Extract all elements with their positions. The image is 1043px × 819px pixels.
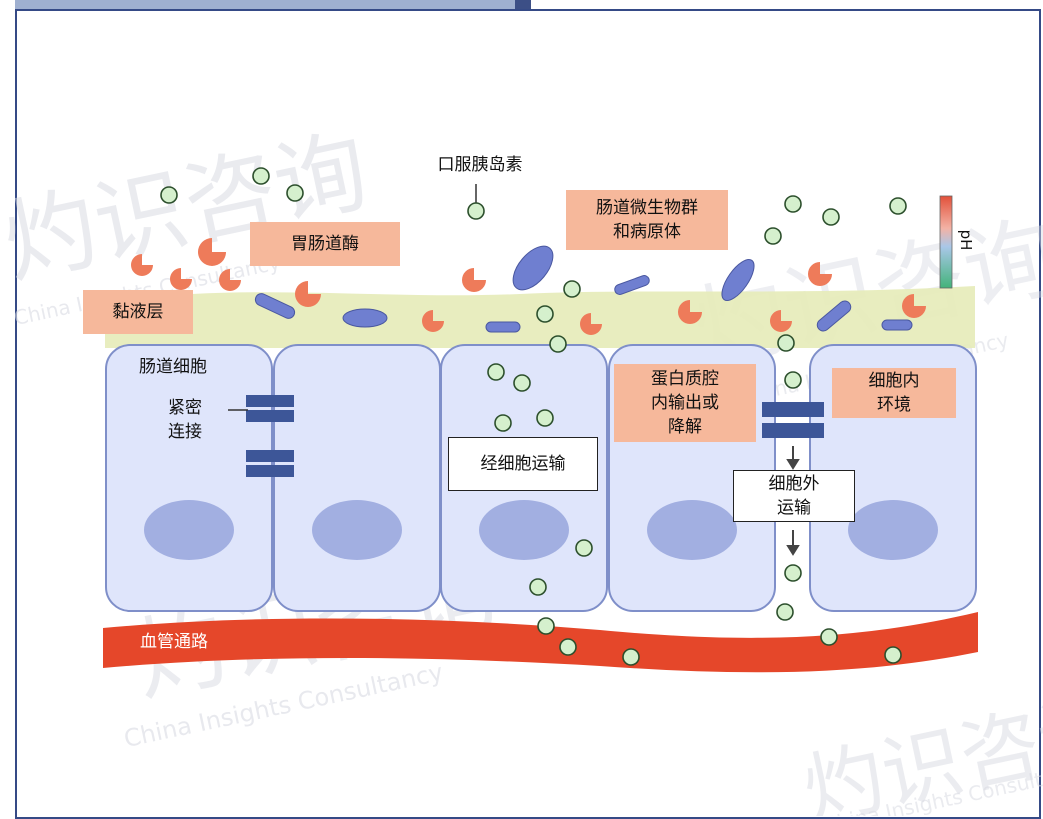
header-bar bbox=[15, 0, 515, 9]
insulin-particle bbox=[764, 227, 782, 245]
nucleus bbox=[312, 500, 402, 560]
gut-microbiota-label: 肠道微生物群 和病原体 bbox=[566, 190, 728, 250]
blood-vessel bbox=[103, 612, 978, 673]
insulin-particle bbox=[784, 371, 802, 389]
paracellular-line1: 细胞外 bbox=[768, 474, 820, 494]
insulin-particle bbox=[252, 167, 270, 185]
insulin-particle bbox=[776, 603, 794, 621]
enzyme-icon bbox=[580, 313, 602, 335]
enzyme-icon bbox=[295, 281, 321, 307]
blood-vessel-label: 血管通路 bbox=[140, 632, 208, 652]
bacteria-icon bbox=[721, 259, 755, 301]
transcellular-label: 经细胞运输 bbox=[448, 437, 598, 491]
bacteria-icon bbox=[254, 293, 296, 319]
insulin-particle bbox=[536, 409, 554, 427]
insulin-particle bbox=[549, 335, 567, 353]
insulin-particle bbox=[622, 648, 640, 666]
junction-bar bbox=[246, 450, 294, 462]
insulin-particle bbox=[529, 578, 547, 596]
nucleus bbox=[848, 500, 938, 560]
nucleus bbox=[647, 500, 737, 560]
nucleus bbox=[479, 500, 569, 560]
enzyme-icon bbox=[770, 310, 792, 332]
gut-microbiota-line1: 肠道微生物群 bbox=[596, 198, 698, 218]
insulin-particle bbox=[575, 539, 593, 557]
cell bbox=[273, 344, 441, 612]
insulin-particle bbox=[889, 197, 907, 215]
nucleus bbox=[144, 500, 234, 560]
tight-junction-line1: 紧密 bbox=[168, 398, 202, 418]
enzyme-icon bbox=[219, 269, 241, 291]
insulin-particle bbox=[494, 414, 512, 432]
lumen-efflux-line2: 内输出或 bbox=[651, 393, 719, 413]
gut-microbiota-line2: 和病原体 bbox=[613, 222, 681, 242]
intracellular-line2: 环境 bbox=[877, 395, 911, 415]
enzyme-icon bbox=[808, 262, 832, 286]
nuclei bbox=[144, 500, 938, 560]
insulin-particle bbox=[536, 305, 554, 323]
insulin-particle bbox=[559, 638, 577, 656]
junction-bar bbox=[246, 395, 294, 407]
ph-label: pH bbox=[957, 229, 975, 251]
enzyme-icon bbox=[902, 294, 926, 318]
insulin-particle bbox=[537, 617, 555, 635]
insulin-particle bbox=[822, 208, 840, 226]
junction-bar bbox=[246, 410, 294, 422]
bacteria-icon bbox=[614, 275, 650, 295]
junction-bar bbox=[762, 402, 824, 417]
insulin-particle bbox=[467, 202, 485, 220]
insulin-particles bbox=[160, 167, 907, 666]
intestinal-cells-label: 肠道细胞 bbox=[139, 357, 207, 377]
insulin-particle bbox=[513, 374, 531, 392]
insulin-particle bbox=[784, 195, 802, 213]
insulin-particle bbox=[286, 184, 304, 202]
bacteria bbox=[254, 245, 913, 333]
tight-junction-label: 紧密 连接 bbox=[150, 396, 220, 444]
enzyme-icon bbox=[462, 268, 486, 292]
tight-junctions bbox=[246, 395, 824, 477]
enzyme-icon bbox=[198, 238, 226, 266]
bacteria-icon bbox=[816, 300, 852, 332]
paracellular-line2: 运输 bbox=[777, 498, 811, 518]
insulin-particle bbox=[563, 280, 581, 298]
lumen-efflux-label: 蛋白质腔 内输出或 降解 bbox=[614, 364, 756, 442]
enzyme-icon bbox=[170, 268, 192, 290]
header-bar-accent bbox=[515, 0, 531, 9]
mucus-layer-label: 黏液层 bbox=[83, 290, 193, 334]
insulin-particle bbox=[784, 564, 802, 582]
paracellular-label: 细胞外 运输 bbox=[733, 470, 855, 522]
lumen-efflux-line1: 蛋白质腔 bbox=[651, 369, 719, 389]
insulin-particle bbox=[777, 334, 795, 352]
paracellular-arrows bbox=[786, 446, 800, 556]
enzyme-icon bbox=[422, 310, 444, 332]
oral-insulin-label: 口服胰岛素 bbox=[437, 155, 523, 175]
insulin-particle bbox=[160, 186, 178, 204]
lumen-efflux-line3: 降解 bbox=[668, 417, 702, 437]
enzyme-icon bbox=[678, 300, 702, 324]
junction-bar bbox=[246, 465, 294, 477]
intracellular-label: 细胞内 环境 bbox=[832, 368, 956, 418]
bacteria-icon bbox=[881, 319, 913, 331]
insulin-particle bbox=[820, 628, 838, 646]
enzymes bbox=[131, 238, 926, 335]
insulin-particle bbox=[487, 363, 505, 381]
bacteria-icon bbox=[485, 321, 521, 333]
enzyme-icon bbox=[131, 254, 153, 276]
tight-junction-line2: 连接 bbox=[168, 422, 202, 442]
bacteria-icon bbox=[512, 245, 554, 291]
junction-bar bbox=[762, 423, 824, 438]
intracellular-line1: 细胞内 bbox=[868, 371, 920, 391]
insulin-particle bbox=[884, 646, 902, 664]
cell bbox=[105, 344, 273, 612]
gi-enzymes-label: 胃肠道酶 bbox=[250, 222, 400, 266]
ph-scale bbox=[939, 195, 953, 289]
bacteria-icon bbox=[342, 308, 388, 328]
